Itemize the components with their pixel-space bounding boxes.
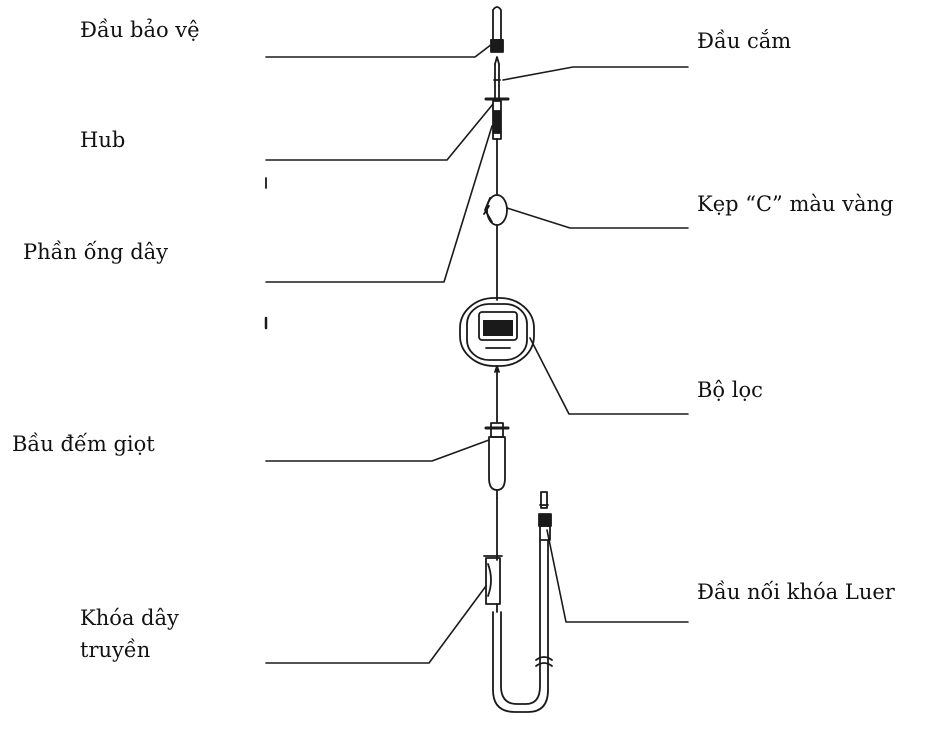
label-c-clamp: Kẹp “C” màu vàng <box>697 192 894 216</box>
protective-cap-shape <box>490 6 504 53</box>
luer-lock-shape <box>538 491 552 541</box>
leader-lines <box>265 43 689 664</box>
label-filter: Bộ lọc <box>697 378 763 402</box>
label-spike: Đầu cắm <box>697 29 792 53</box>
leader-filter <box>529 337 689 415</box>
leader-roller-clamp <box>265 585 487 664</box>
filter-shape <box>459 297 535 367</box>
leader-hub <box>265 103 494 161</box>
c-clamp-shape <box>483 194 508 226</box>
spike-shape <box>493 56 501 99</box>
label-luer-lock: Đầu nối khóa Luer <box>697 580 895 604</box>
label-protective-cap: Đầu bảo vệ <box>80 18 200 42</box>
roller-clamp-shape <box>483 555 503 613</box>
leader-c-clamp <box>506 207 689 229</box>
leader-protective-cap <box>265 43 493 58</box>
leader-spike <box>502 66 689 81</box>
leader-luer-lock <box>546 529 689 623</box>
label-hub: Hub <box>80 128 126 152</box>
label-drip-chamber: Bầu đếm giọt <box>12 432 155 456</box>
leader-tubing <box>265 125 493 283</box>
label-tubing: Phần ống dây <box>23 240 169 264</box>
drip-chamber-shape <box>484 422 510 499</box>
label-roller-clamp-line2: truyền <box>80 638 151 662</box>
label-roller-clamp: Khóa dây truyền <box>80 604 210 664</box>
label-roller-clamp-line1: Khóa dây <box>80 606 179 630</box>
tubing-loop <box>492 539 553 713</box>
leader-drip-chamber <box>265 439 490 462</box>
